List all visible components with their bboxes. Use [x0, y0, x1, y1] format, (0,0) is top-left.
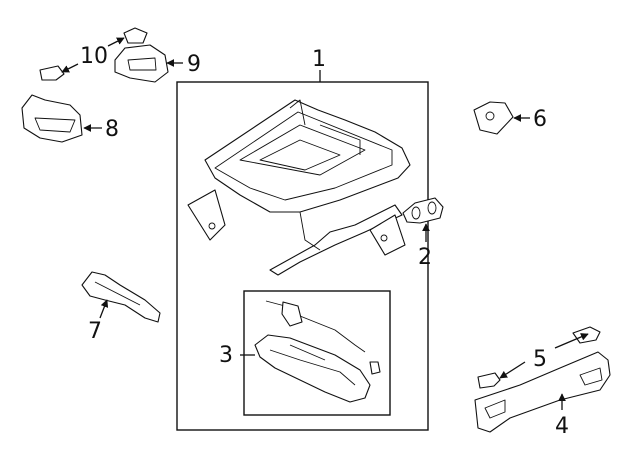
callout-9: 9	[187, 52, 201, 77]
cap-part-9[interactable]	[114, 44, 169, 83]
clip-part-10[interactable]	[39, 65, 65, 81]
cover-part-8[interactable]	[21, 94, 83, 143]
callout-4: 4	[555, 414, 569, 439]
callout-7: 7	[88, 319, 102, 344]
bracket-part-6[interactable]	[473, 101, 514, 135]
callout-6: 6	[533, 107, 547, 132]
cable-motor-part[interactable]	[254, 300, 381, 403]
callout-5: 5	[533, 347, 547, 372]
callout-8: 8	[105, 117, 119, 142]
track-cover-part[interactable]	[81, 271, 161, 323]
clip-part-10b[interactable]	[123, 27, 148, 44]
motor-sub-box	[243, 290, 391, 416]
callout-1: 1	[312, 47, 326, 72]
assembly-frame-box	[176, 81, 429, 431]
cap-part-5a[interactable]	[477, 372, 501, 389]
callout-10: 10	[80, 44, 108, 69]
seat-frame-part[interactable]	[187, 99, 411, 276]
motor-part[interactable]	[402, 197, 444, 224]
callout-3: 3	[219, 343, 233, 368]
callout-2: 2	[418, 245, 432, 270]
side-cover-part[interactable]	[474, 351, 611, 433]
